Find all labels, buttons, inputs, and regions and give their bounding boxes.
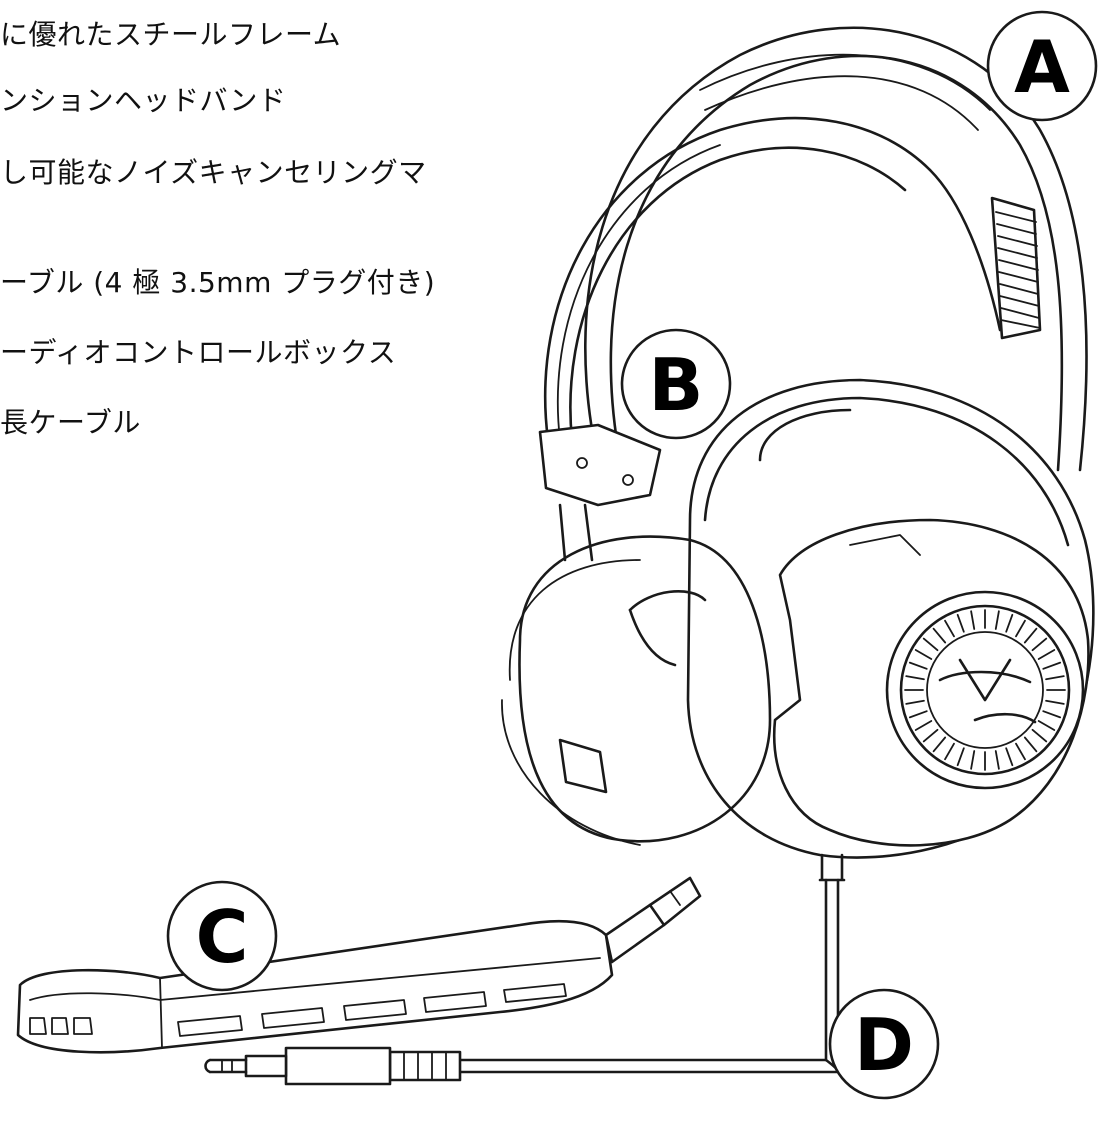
grille-slot xyxy=(1031,637,1048,652)
grille-slot xyxy=(944,742,955,761)
headband-slider-grip xyxy=(990,196,1042,340)
feature-item-5: ーディオコントロールボックス xyxy=(0,336,397,369)
front-earcup xyxy=(686,378,1095,859)
feature-item-4: ーブル (4 極 3.5mm プラグ付き) xyxy=(0,266,436,299)
grille-slot xyxy=(908,710,928,719)
grille-slot xyxy=(922,637,939,652)
callout-a: A xyxy=(986,10,1098,122)
grille-slot xyxy=(970,610,976,630)
grille-slot xyxy=(905,699,925,705)
feature-item-1: に優れたスチールフレーム xyxy=(0,18,342,51)
grille-slot xyxy=(1045,675,1065,681)
callout-b: B xyxy=(620,328,732,440)
suspension-headband xyxy=(543,116,1002,442)
grille-slot xyxy=(914,649,933,660)
grille-slot xyxy=(905,675,925,681)
grille-slot xyxy=(1042,710,1062,719)
grille-slot xyxy=(944,619,955,638)
detachable-cable xyxy=(204,853,846,1086)
detachable-microphone xyxy=(16,876,702,1054)
yoke-connector xyxy=(538,423,662,562)
grille-slot xyxy=(994,610,1000,630)
rear-ear-cushion xyxy=(501,535,772,846)
feature-item-6: 長ケーブル xyxy=(0,406,141,439)
callout-c-label: C xyxy=(196,895,249,979)
feature-item-2: ンションヘッドバンド xyxy=(0,84,287,117)
brand-logo-icon xyxy=(938,658,1037,724)
grille-slot xyxy=(932,627,947,644)
grille-slot xyxy=(922,728,939,743)
grille-slot xyxy=(1037,649,1056,660)
callout-a-label: A xyxy=(1014,25,1070,109)
grille-slot xyxy=(914,720,933,731)
grille-slot xyxy=(1023,627,1038,644)
grille-slot xyxy=(1005,613,1014,633)
feature-list: に優れたスチールフレーム ンションヘッドバンド し可能なノイズキャンセリングマ … xyxy=(0,0,470,470)
callout-d-label: D xyxy=(854,1003,914,1087)
callout-d: D xyxy=(828,988,940,1100)
grille-slot xyxy=(1023,736,1038,753)
grille-slot xyxy=(970,750,976,770)
grille-slot xyxy=(908,661,928,670)
feature-item-3: し可能なノイズキャンセリングマ xyxy=(0,156,427,189)
grille-slot xyxy=(1015,742,1026,761)
grille-slot xyxy=(932,736,947,753)
grille-slot xyxy=(1005,747,1014,767)
grille-slot xyxy=(1037,720,1056,731)
grille-slot xyxy=(956,747,965,767)
grille-slot xyxy=(1015,619,1026,638)
grille-slot xyxy=(994,750,1000,770)
callout-b-label: B xyxy=(649,343,704,427)
grille-slot xyxy=(1031,728,1048,743)
callout-c: C xyxy=(166,880,278,992)
grille-slot xyxy=(1042,661,1062,670)
grille-slot xyxy=(1045,699,1065,705)
grille-slot xyxy=(956,613,965,633)
